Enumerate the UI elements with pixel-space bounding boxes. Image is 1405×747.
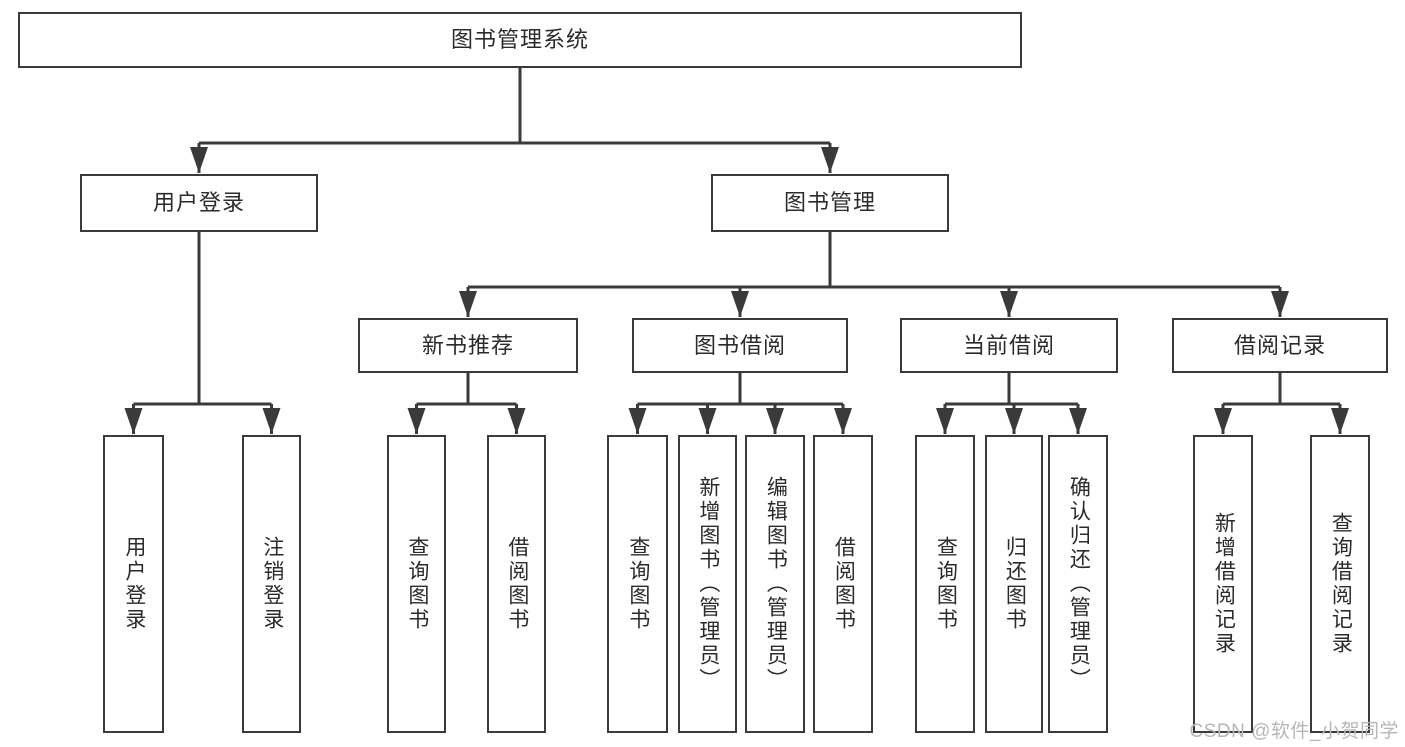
node-bookmgmt[interactable]: 图书管理 [711, 174, 949, 232]
node-label: 查询图书 [405, 536, 429, 632]
node-label: 借阅图书 [832, 536, 856, 632]
node-borrow[interactable]: 图书借阅 [632, 318, 848, 373]
node-label: 图书管理系统 [450, 27, 589, 53]
node-leaf3[interactable]: 查询图书 [387, 435, 446, 733]
node-label: 新书推荐 [421, 332, 514, 358]
node-login[interactable]: 用户登录 [80, 174, 318, 232]
node-label: 用户登录 [122, 536, 146, 632]
node-leaf12[interactable]: 新增借阅记录 [1193, 435, 1253, 733]
node-leaf9[interactable]: 查询图书 [915, 435, 975, 733]
node-label: 确认归还（管理员） [1067, 476, 1091, 692]
node-label: 图书管理 [783, 190, 876, 216]
node-leaf2[interactable]: 注销登录 [242, 435, 301, 733]
node-label: 新增借阅记录 [1212, 512, 1236, 656]
node-label: 查询图书 [626, 536, 650, 632]
node-label: 用户登录 [152, 190, 245, 216]
node-label: 借阅图书 [505, 536, 529, 632]
node-label: 借阅记录 [1233, 332, 1326, 358]
node-label: 当前借阅 [962, 332, 1055, 358]
node-label: 新增图书（管理员） [696, 476, 720, 692]
node-label: 查询图书 [934, 536, 958, 632]
watermark: CSDN @软件_小贺同学 [1189, 721, 1399, 742]
node-leaf13[interactable]: 查询借阅记录 [1310, 435, 1370, 733]
node-label: 图书借阅 [693, 332, 786, 358]
node-leaf5[interactable]: 查询图书 [607, 435, 668, 733]
node-label: 归还图书 [1003, 536, 1027, 632]
node-leaf4[interactable]: 借阅图书 [487, 435, 546, 733]
node-leaf7[interactable]: 编辑图书（管理员） [745, 435, 805, 733]
node-root[interactable]: 图书管理系统 [18, 12, 1022, 68]
node-label: 注销登录 [260, 536, 284, 632]
node-label: 编辑图书（管理员） [764, 476, 788, 692]
node-records[interactable]: 借阅记录 [1172, 318, 1388, 373]
node-newbook[interactable]: 新书推荐 [358, 318, 578, 373]
node-leaf1[interactable]: 用户登录 [103, 435, 164, 733]
node-leaf8[interactable]: 借阅图书 [813, 435, 873, 733]
node-label: 查询借阅记录 [1329, 512, 1353, 656]
node-leaf6[interactable]: 新增图书（管理员） [678, 435, 737, 733]
node-leaf10[interactable]: 归还图书 [985, 435, 1043, 733]
node-leaf11[interactable]: 确认归还（管理员） [1048, 435, 1108, 733]
node-current[interactable]: 当前借阅 [900, 318, 1118, 373]
